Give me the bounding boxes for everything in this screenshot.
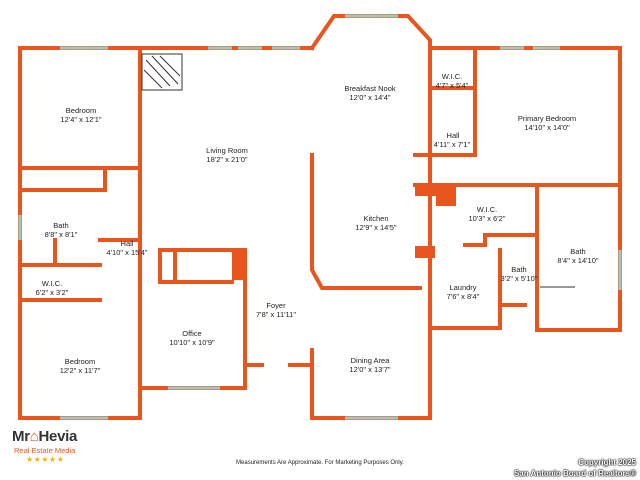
room-dims-wic-1: 4'7" x 5'4" — [435, 81, 469, 90]
room-dims-laundry: 7'6" x 8'4" — [446, 292, 480, 301]
room-name-wic-3: W.I.C. — [41, 279, 63, 288]
room-name-bedroom-1: Bedroom — [65, 106, 97, 115]
room-name-foyer: Foyer — [266, 301, 286, 310]
logo-tagline: Real Estate Media — [14, 446, 76, 455]
kitchen-counter-2 — [436, 186, 456, 206]
logo-stars: ★★★★★ — [26, 455, 65, 464]
room-dims-bath-1: 8'8" x 8'1" — [44, 230, 78, 239]
wall-wic3-bottom — [463, 233, 539, 247]
room-dims-bath-2: 8'4" x 14'10" — [557, 256, 599, 265]
logo-wordmark: Mr⌂Hevia — [12, 428, 77, 445]
room-name-dining-area: Dining Area — [350, 356, 390, 365]
room-name-bath-1: Bath — [53, 221, 69, 230]
wall-office — [138, 248, 247, 390]
fireplace-icon — [141, 53, 183, 91]
room-name-wic-2: W.I.C. — [476, 205, 498, 214]
room-name-hall-2: Hall — [446, 131, 460, 140]
room-dims-primary-bedroom: 14'10" x 14'0" — [524, 123, 570, 132]
room-name-kitchen: Kitchen — [363, 214, 389, 223]
brand-logo: Mr⌂Hevia Real Estate Media ★★★★★ — [12, 428, 122, 468]
room-dims-breakfast-nook: 12'0" x 14'4" — [349, 93, 391, 102]
kitchen-counter-1 — [415, 186, 455, 196]
room-name-bath-3: Bath — [511, 265, 527, 274]
kitchen-counter-3 — [415, 246, 435, 258]
room-name-primary-bedroom: Primary Bedroom — [517, 114, 577, 123]
room-name-laundry: Laundry — [449, 283, 477, 292]
wall-nook — [309, 14, 622, 332]
room-dims-bedroom-2: 12'2" x 11'7" — [59, 366, 101, 375]
room-name-office: Office — [182, 329, 202, 338]
pillar-1 — [232, 252, 244, 280]
room-dims-living-room: 18'2" x 21'0" — [206, 155, 248, 164]
logo-prefix: Mr — [12, 428, 30, 445]
room-name-hall-1: Hall — [120, 239, 134, 248]
room-dims-kitchen: 12'9" x 14'5" — [355, 223, 397, 232]
copyright-owner: San Antonio Board of Realtors® — [513, 469, 636, 478]
wall-dining — [310, 288, 432, 420]
wall-kitchen-left — [310, 153, 422, 290]
measurement-disclaimer: Measurements Are Approximate. For Market… — [236, 460, 404, 466]
room-name-bath-2: Bath — [570, 247, 586, 256]
logo-name: Hevia — [38, 428, 78, 445]
room-dims-foyer: 7'8" x 11'11" — [255, 310, 297, 319]
room-dims-office: 10'10" x 10'9" — [169, 338, 215, 347]
room-dims-wic-2: 10'3" x 6'2" — [468, 214, 506, 223]
room-name-wic-1: W.I.C. — [441, 72, 463, 81]
room-dims-hall-1: 4'10" x 15'4" — [106, 248, 148, 257]
room-dims-bath-3: 3'2" x 5'10" — [500, 274, 538, 283]
copyright-year: Copyright 2025 — [578, 458, 636, 467]
logo-house-icon: ⌂ — [29, 428, 39, 445]
room-dims-bedroom-1: 12'4" x 12'1" — [60, 115, 102, 124]
room-dims-dining-area: 12'0" x 13'7" — [349, 365, 391, 374]
room-name-breakfast-nook: Breakfast Nook — [344, 84, 396, 93]
room-name-living-room: Living Room — [206, 146, 248, 155]
room-dims-wic-3: 6'2" x 3'2" — [35, 288, 69, 297]
room-dims-hall-2: 4'11" x 7'1" — [433, 140, 471, 149]
room-name-bedroom-2: Bedroom — [64, 357, 96, 366]
